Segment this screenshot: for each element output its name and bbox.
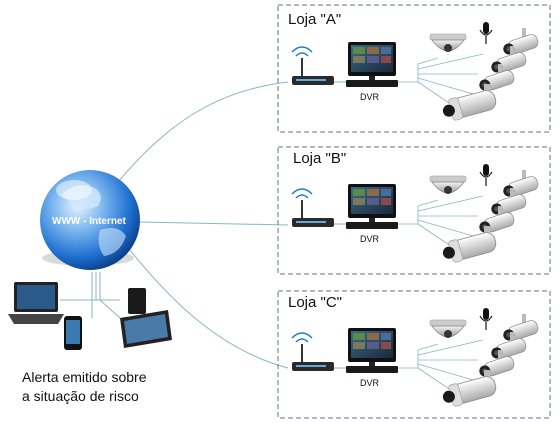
alert-devices	[8, 272, 172, 350]
laptop-icon	[8, 282, 64, 324]
store-b-box	[277, 146, 551, 275]
desktop-icon	[128, 288, 146, 314]
store-c: Loja "C" DVR	[277, 290, 551, 419]
store-c-box	[277, 290, 551, 419]
alert-caption-line1: Alerta emitido sobre	[22, 369, 147, 385]
store-a-dvr-label: DVR	[360, 92, 380, 102]
store-b: Loja "B" DVR	[277, 146, 551, 275]
tablet-icon	[120, 310, 172, 348]
store-a-box	[277, 4, 551, 133]
internet-label: WWW - Internet	[52, 216, 127, 227]
store-b-title: Loja "B"	[293, 150, 346, 167]
internet-globe: WWW - Internet	[40, 170, 140, 270]
alert-caption-line2: a situação de risco	[22, 388, 139, 404]
smartphone-icon	[64, 316, 82, 350]
store-b-dvr-label: DVR	[360, 234, 380, 244]
internet-links	[117, 81, 289, 369]
store-a-title: Loja "A"	[288, 11, 341, 28]
store-a: Loja "A" DVR	[277, 4, 551, 133]
alert-caption: Alerta emitido sobre a situação de risco	[22, 368, 222, 406]
store-c-dvr-label: DVR	[360, 378, 380, 388]
store-c-title: Loja "C"	[288, 294, 342, 311]
